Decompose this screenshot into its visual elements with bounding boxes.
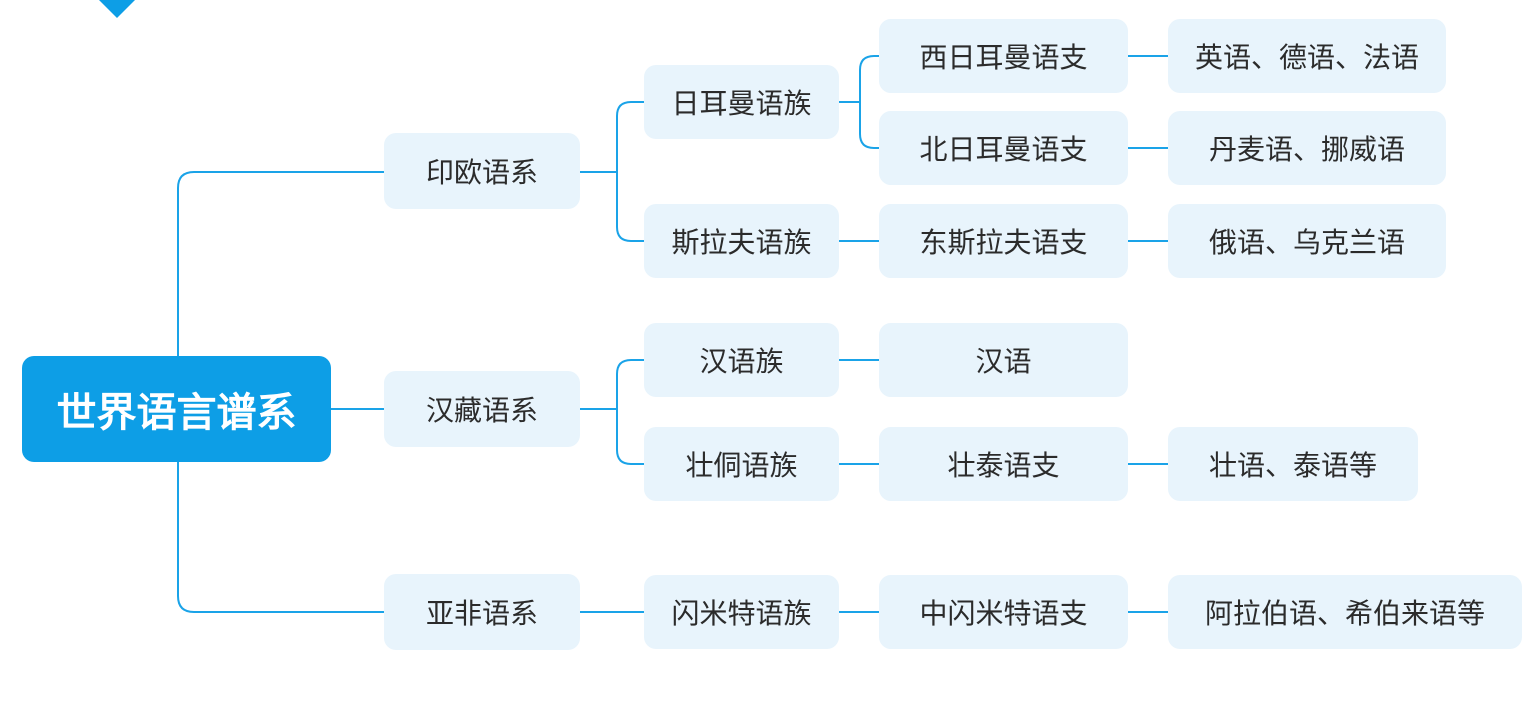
branch-node-central-semitic: 中闪米特语支 (879, 575, 1128, 649)
languages-node-central-semitic: 阿拉伯语、希伯来语等 (1168, 575, 1522, 649)
group-node-germanic: 日耳曼语族 (644, 65, 839, 139)
family-node-afro-asiatic: 亚非语系 (384, 574, 580, 650)
languages-node-east-slavic: 俄语、乌克兰语 (1168, 204, 1446, 278)
connector-root-to-family-3 (177, 461, 385, 613)
connector-group-1-to-branch-1 (859, 55, 880, 103)
connector-family-1-to-group-1 (616, 101, 645, 173)
connector-group-1-to-branch-2 (859, 101, 880, 149)
family-node-sino-tibetan: 汉藏语系 (384, 371, 580, 447)
group-node-kam-tai: 壮侗语族 (644, 427, 839, 501)
languages-node-west-germanic: 英语、德语、法语 (1168, 19, 1446, 93)
group-node-chinese: 汉语族 (644, 323, 839, 397)
connector-family-2-to-group-3 (616, 359, 645, 410)
branch-node-west-germanic: 西日耳曼语支 (879, 19, 1128, 93)
branch-node-zhuang-tai: 壮泰语支 (879, 427, 1128, 501)
branch-node-east-slavic: 东斯拉夫语支 (879, 204, 1128, 278)
family-node-indo-european: 印欧语系 (384, 133, 580, 209)
connector-root-to-family-1 (177, 171, 385, 357)
connector-family-2-to-group-4 (616, 408, 645, 465)
pointer-triangle-icon (99, 0, 135, 18)
connector-family-1-to-group-2 (616, 171, 645, 242)
branch-node-north-germanic: 北日耳曼语支 (879, 111, 1128, 185)
group-node-semitic: 闪米特语族 (644, 575, 839, 649)
root-node: 世界语言谱系 (22, 356, 331, 462)
group-node-slavic: 斯拉夫语族 (644, 204, 839, 278)
languages-node-north-germanic: 丹麦语、挪威语 (1168, 111, 1446, 185)
branch-node-chinese: 汉语 (879, 323, 1128, 397)
languages-node-zhuang-tai: 壮语、泰语等 (1168, 427, 1418, 501)
